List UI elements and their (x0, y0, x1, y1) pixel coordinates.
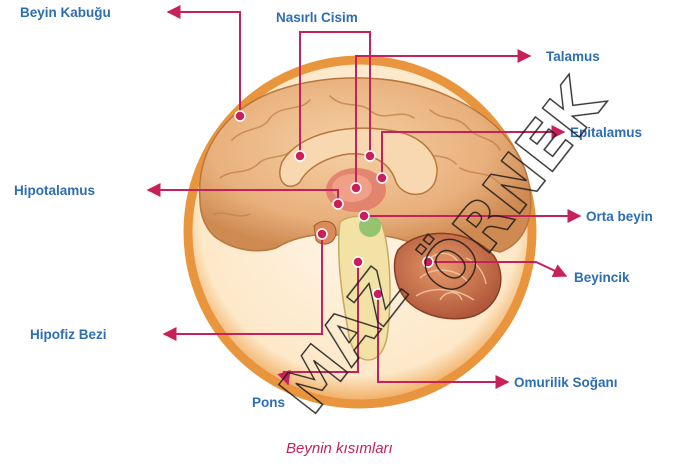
label-pons: Pons (252, 395, 285, 410)
label-hipofiz-bezi: Hipofiz Bezi (30, 327, 107, 342)
label-beyin-kabugu: Beyin Kabuğu (20, 5, 111, 20)
label-orta-beyin: Orta beyin (586, 209, 653, 224)
label-nasirli-cisim: Nasırlı Cisim (276, 10, 358, 25)
label-beyincik: Beyincik (574, 270, 630, 285)
label-hipotalamus: Hipotalamus (14, 183, 95, 198)
label-talamus: Talamus (546, 49, 600, 64)
label-omurilik-sogani: Omurilik Soğanı (514, 375, 618, 390)
figure-caption: Beynin kısımları (286, 440, 393, 457)
